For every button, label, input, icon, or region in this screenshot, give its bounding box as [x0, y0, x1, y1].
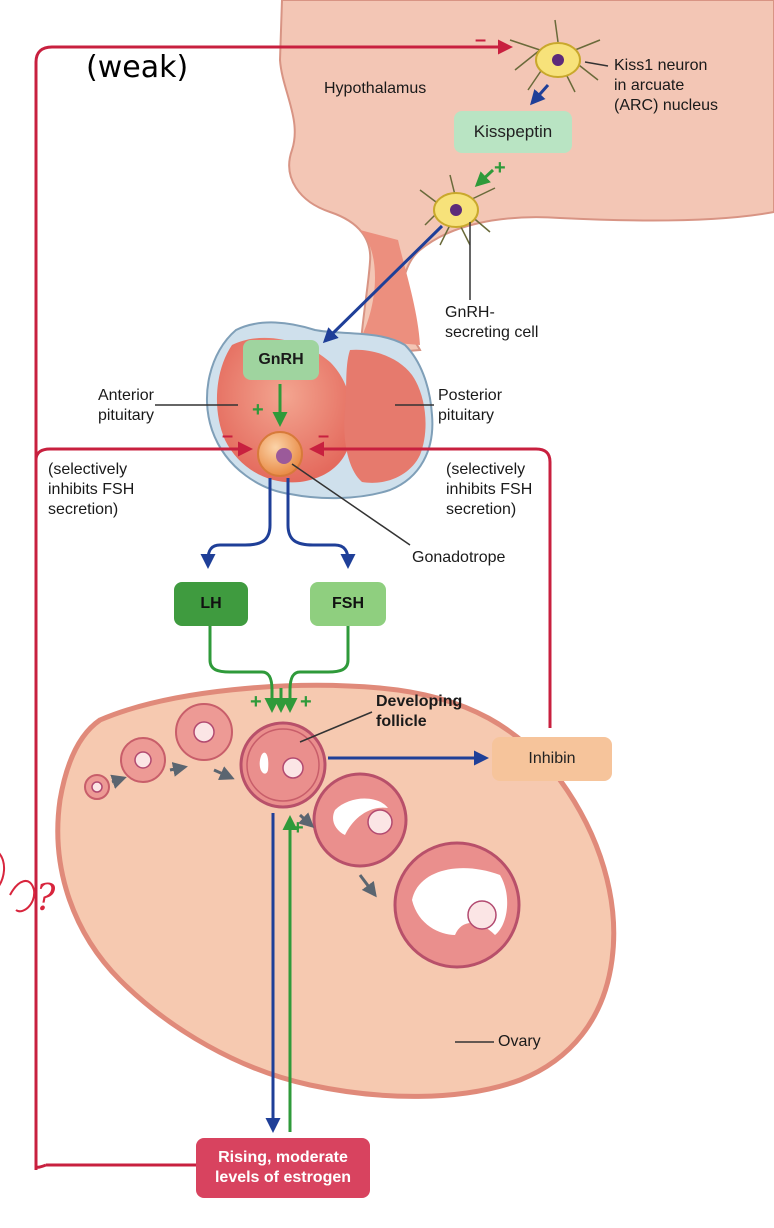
minus-sign-right: – — [318, 425, 330, 447]
developing-label-line2: follicle — [376, 713, 427, 730]
left-inhibition-line2: inhibits FSH — [48, 481, 135, 498]
lh-label: LH — [200, 595, 222, 612]
gonadotrope-cell — [257, 431, 303, 477]
plus-sign-lh: + — [250, 691, 262, 713]
kiss1-label-line1: Kiss1 neuron — [614, 57, 708, 74]
right-inhibition-note: (selectively inhibits FSH secretion) — [446, 460, 532, 520]
kisspeptin-label: Kisspeptin — [473, 122, 553, 141]
anterior-label-line1: Anterior — [97, 387, 154, 404]
anterior-label-line2: pituitary — [97, 407, 154, 424]
ovary-label: Ovary — [498, 1033, 541, 1050]
posterior-label-line2: pituitary — [438, 407, 495, 424]
kiss1-label: Kiss1 neuron in arcuate (ARC) nucleus — [614, 56, 718, 116]
plus-sign-fsh: + — [300, 691, 312, 713]
kiss1-neuron — [509, 19, 601, 93]
fsh-label: FSH — [332, 595, 364, 612]
right-inhibition-line3: secretion) — [446, 501, 517, 518]
follicle-progression-arrows — [110, 761, 377, 898]
posterior-pituitary-label: Posterior pituitary — [438, 386, 502, 426]
hypothalamus-label: Hypothalamus — [324, 80, 427, 97]
right-inhibition-line1: (selectively — [446, 461, 526, 478]
follicle-primary — [120, 737, 166, 783]
gnrh-label: GnRH — [258, 351, 304, 368]
red-feedback — [34, 39, 552, 1170]
inhibin-label: Inhibin — [528, 750, 576, 767]
gnrh-box: GnRH — [243, 340, 319, 380]
estrogen-box: Rising, moderate levels of estrogen — [196, 1138, 370, 1198]
developing-follicle-label: Developing follicle — [376, 692, 462, 732]
blue-pathways — [200, 84, 550, 1133]
follicle-antral — [312, 772, 408, 868]
anterior-pituitary-label: Anterior pituitary — [86, 386, 154, 426]
gonadotrope-leader — [291, 463, 411, 546]
plus-sign-estrogen: + — [292, 817, 304, 839]
hypothalamus-tissue — [278, 0, 774, 357]
estrogen-label-line1: Rising, moderate — [218, 1149, 348, 1166]
kisspeptin-box: Kisspeptin — [454, 111, 572, 153]
gnrh-cell-label-line2: secreting cell — [445, 324, 539, 341]
weak-annotation: (weak) — [86, 50, 189, 85]
gnrh-cell-label-line1: GnRH- — [445, 304, 495, 321]
gnrh-cell-label: GnRH- secreting cell — [445, 303, 538, 343]
left-inhibition-note: (selectively inhibits FSH secretion) — [48, 460, 134, 520]
posterior-label-line1: Posterior — [438, 387, 503, 404]
fsh-box: FSH — [310, 582, 386, 626]
plus-sign-gnrh: + — [252, 399, 264, 421]
gnrh-neuron — [419, 174, 496, 246]
kiss1-label-line3: (ARC) nucleus — [614, 97, 719, 114]
right-inhibition-line2: inhibits FSH — [446, 481, 533, 498]
left-inhibition-line3: secretion) — [48, 501, 119, 518]
developing-label-line1: Developing — [376, 693, 463, 710]
plus-sign-kisspeptin: + — [494, 157, 506, 179]
follicle-developing — [239, 721, 327, 809]
estrogen-label-line2: levels of estrogen — [214, 1169, 352, 1186]
lh-box: LH — [174, 582, 248, 626]
green-pathways — [208, 168, 495, 1132]
infundibulum-stalk — [360, 230, 420, 345]
left-inhibition-line1: (selectively — [48, 461, 128, 478]
kiss1-label-line2: in arcuate — [614, 77, 685, 94]
minus-sign-left: – — [222, 425, 234, 447]
handwritten-question-marks: ? — [36, 878, 56, 919]
follicle-primordial — [84, 774, 110, 800]
developing-leader — [299, 711, 373, 743]
inhibin-box: Inhibin — [492, 737, 612, 781]
gonadotrope-label: Gonadotrope — [412, 549, 506, 566]
kiss1-leader — [584, 61, 609, 67]
minus-sign-hypothalamus: – — [475, 29, 487, 51]
handwritten-stroke — [0, 852, 36, 913]
ovary-outline — [55, 682, 617, 1099]
follicle-mature — [393, 841, 521, 969]
follicle-secondary — [175, 703, 233, 761]
